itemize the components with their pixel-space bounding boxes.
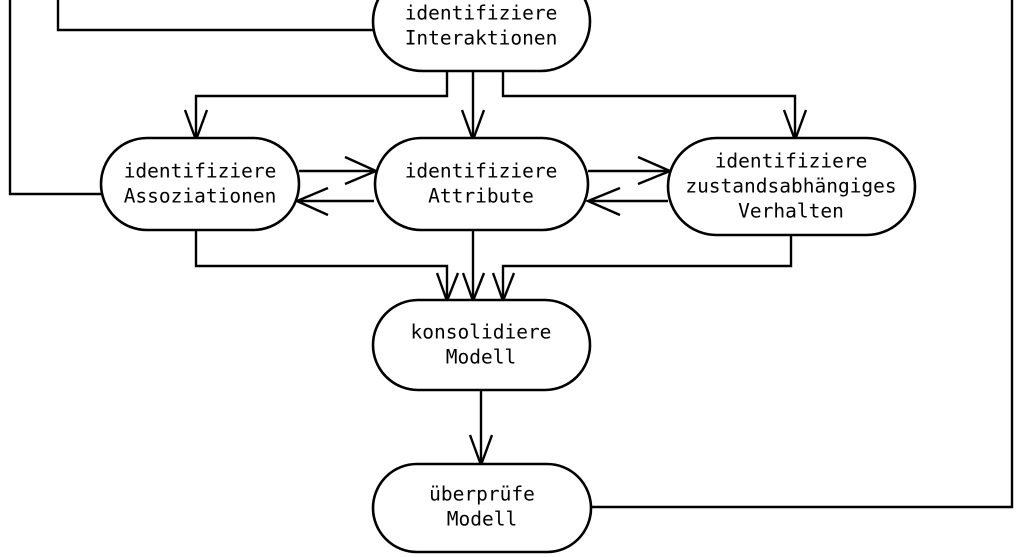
node-label-interaktionen-line1: identifiziere — [405, 2, 558, 25]
edge-assoziationen-feedback-left — [8, 0, 102, 196]
edge-assoziationen-to-konsolidiere — [194, 229, 449, 299]
node-ueberpruefe-modell[interactable]: überprüfe Modell — [371, 462, 593, 554]
node-identifiziere-interaktionen[interactable]: identifiziere Interaktionen — [371, 0, 592, 73]
node-konsolidiere-modell[interactable]: konsolidiere Modell — [371, 298, 592, 392]
edge-interaktionen-to-verhalten — [501, 72, 797, 139]
node-label-ueberpruefe-line2: Modell — [447, 508, 517, 531]
arrowhead-verhalten-to-attribute — [584, 186, 621, 217]
node-label-interaktionen-line2: Interaktionen — [405, 27, 558, 50]
node-identifiziere-attribute[interactable]: identifiziere Attribute — [373, 136, 590, 232]
node-label-konsolidiere-line1: konsolidiere — [411, 321, 552, 344]
edge-interaktionen-to-assoziationen — [194, 72, 449, 139]
node-identifiziere-assoziationen[interactable]: identifiziere Assoziationen — [99, 136, 301, 232]
node-identifiziere-zustandsabhaengiges-verhalten[interactable]: identifiziere zustandsabhängiges Verhalt… — [666, 136, 917, 237]
node-shape-interaktionen — [371, 0, 592, 73]
edge-ueberpruefe-feedback-right — [592, 0, 1014, 509]
node-shape-verhalten — [666, 136, 917, 237]
node-shape-konsolidiere — [371, 298, 592, 392]
node-label-ueberpruefe-line1: überprüfe — [429, 483, 535, 506]
node-shape-ueberpruefe — [371, 462, 593, 554]
node-label-konsolidiere-line2: Modell — [446, 346, 516, 369]
edge-offscreen-to-interaktionen — [56, 0, 374, 32]
node-label-assoziationen-line1: identifiziere — [124, 160, 277, 183]
node-label-assoziationen-line2: Assoziationen — [124, 185, 277, 208]
node-shape-attribute — [373, 136, 590, 232]
node-label-attribute-line2: Attribute — [428, 185, 534, 208]
edge-verhalten-to-konsolidiere — [501, 234, 793, 299]
node-label-verhalten-line2: zustandsabhängiges — [685, 175, 896, 198]
node-label-verhalten-line1: identifiziere — [715, 150, 868, 173]
node-shape-assoziationen — [99, 136, 301, 232]
node-label-verhalten-line3: Verhalten — [738, 200, 844, 223]
node-label-attribute-line1: identifiziere — [405, 160, 558, 183]
